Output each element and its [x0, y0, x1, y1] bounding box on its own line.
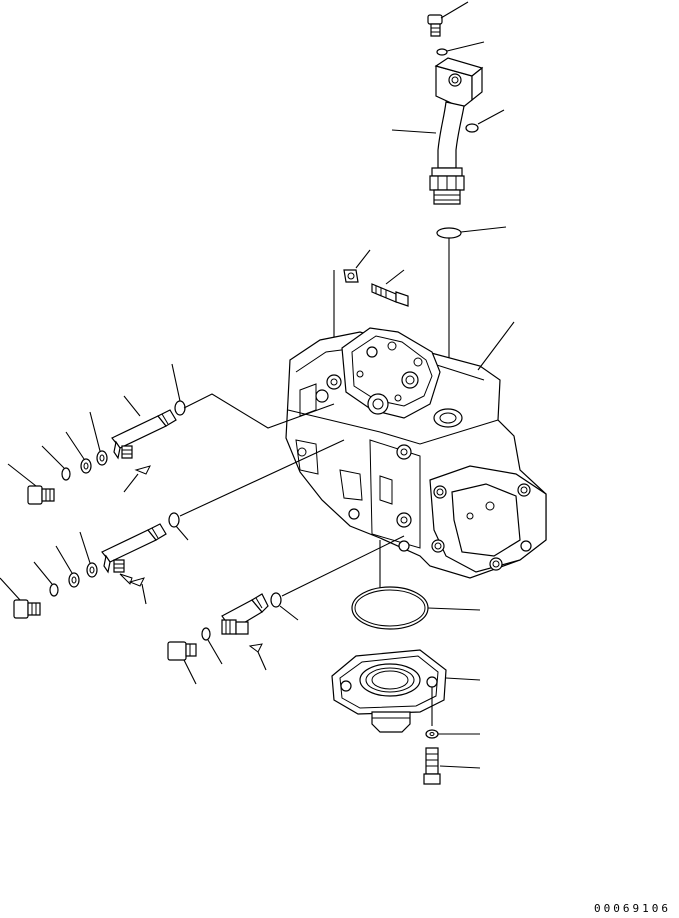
- flange[interactable]: [332, 650, 480, 732]
- middle-fitting[interactable]: [102, 524, 166, 584]
- flange-oring[interactable]: [352, 587, 480, 629]
- lower-clip[interactable]: [250, 644, 266, 670]
- middle-washer-3[interactable]: [80, 532, 97, 577]
- lower-oring[interactable]: [271, 593, 298, 620]
- top-plug[interactable]: [428, 2, 468, 36]
- drawing-number: 00069106: [594, 902, 671, 915]
- lower-fitting[interactable]: [222, 594, 268, 634]
- cover-bolt[interactable]: [372, 270, 408, 306]
- upper-leader-to-pump: [184, 394, 334, 428]
- pump-assembly[interactable]: [286, 322, 546, 588]
- top-washer[interactable]: [437, 42, 484, 55]
- middle-clip[interactable]: [130, 578, 146, 604]
- upper-fitting[interactable]: [112, 396, 176, 458]
- middle-oring[interactable]: [169, 513, 188, 540]
- upper-oring[interactable]: [172, 364, 185, 415]
- pipe-elbow[interactable]: [392, 58, 482, 204]
- upper-washer-3[interactable]: [90, 412, 107, 465]
- lower-leader-to-pump: [282, 536, 404, 596]
- upper-clip[interactable]: [124, 466, 150, 492]
- pipe-oring[interactable]: [466, 110, 504, 132]
- lower-plug-bolt[interactable]: [168, 642, 196, 684]
- middle-washer-1[interactable]: [34, 562, 58, 596]
- middle-washer-2[interactable]: [56, 546, 79, 587]
- cover-gasket[interactable]: [334, 250, 370, 396]
- flange-bolt[interactable]: [424, 748, 480, 784]
- upper-plug-bolt[interactable]: [8, 464, 54, 504]
- middle-plug-bolt[interactable]: [0, 578, 40, 618]
- lower-washer[interactable]: [202, 628, 222, 664]
- middle-leader-to-pump: [180, 440, 344, 516]
- flange-washer[interactable]: [426, 730, 480, 738]
- upper-washer-2[interactable]: [66, 432, 91, 473]
- upper-washer-1[interactable]: [42, 446, 70, 480]
